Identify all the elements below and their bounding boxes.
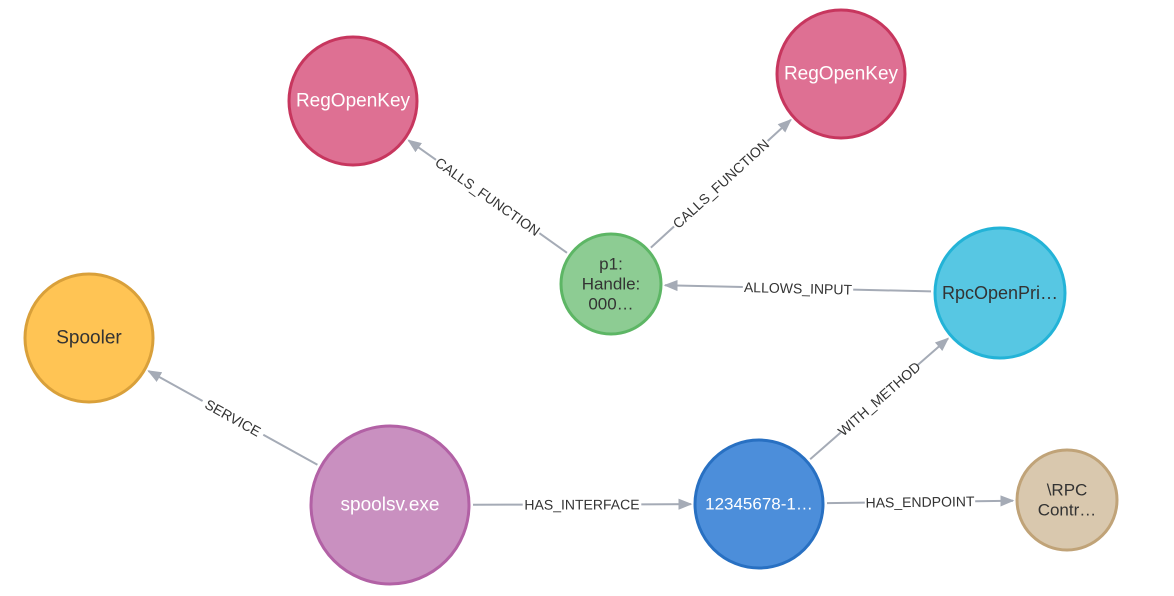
node-circle[interactable]	[693, 438, 825, 570]
edge-has-endpoint[interactable]: HAS_ENDPOINT	[826, 493, 1015, 511]
edge-label: WITH_METHOD	[835, 358, 924, 439]
edge-line[interactable]	[809, 431, 842, 460]
node-circle[interactable]	[287, 35, 419, 167]
node-regopenkey-left[interactable]: RegOpenKey	[287, 35, 419, 167]
node-circle[interactable]	[933, 226, 1067, 360]
node-label: Handle:	[582, 275, 641, 294]
edge-allows-input[interactable]: ALLOWS_INPUT	[663, 279, 932, 298]
node-circle[interactable]	[1015, 448, 1119, 552]
edge-with-method[interactable]: WITH_METHOD	[809, 337, 950, 460]
node-rpc-endpoint[interactable]: \RPC Contr…	[1015, 448, 1119, 552]
edge-label: HAS_ENDPOINT	[865, 493, 975, 510]
edge-has-interface[interactable]: HAS_INTERFACE	[472, 496, 693, 513]
node-circle[interactable]	[775, 8, 907, 140]
edge-arrow[interactable]	[147, 370, 204, 402]
edge-label: HAS_INTERFACE	[524, 496, 639, 512]
node-param-handle[interactable]: p1: Handle:000…	[559, 232, 663, 336]
edge-arrow[interactable]	[663, 279, 743, 292]
node-label: Spooler	[56, 328, 122, 349]
edge-label: ALLOWS_INPUT	[744, 279, 853, 298]
node-label: RegOpenKey	[296, 91, 411, 112]
node-label: spoolsv.exe	[341, 495, 440, 516]
edge-calls-function[interactable]: CALLS_FUNCTION	[407, 139, 568, 254]
nodes-layer: RegOpenKeyRegOpenKeyp1:Handle:000…RpcOpe…	[23, 8, 1119, 586]
node-circle[interactable]	[559, 232, 663, 336]
edge-line[interactable]	[262, 433, 318, 466]
node-label: Contr…	[1038, 501, 1097, 520]
edge-label: SERVICE	[202, 396, 263, 440]
edge-line[interactable]	[853, 288, 932, 293]
edge-arrow[interactable]	[766, 118, 792, 142]
edge-calls-function[interactable]: CALLS_FUNCTION	[650, 118, 792, 249]
edge-line[interactable]	[650, 225, 675, 249]
edge-label: CALLS_FUNCTION	[432, 154, 543, 239]
node-label: 12345678-1…	[705, 495, 813, 514]
node-circle[interactable]	[309, 424, 471, 586]
node-label: \RPC	[1047, 480, 1088, 499]
node-regopenkey-right[interactable]: RegOpenKey	[775, 8, 907, 140]
edge-arrow[interactable]	[407, 139, 437, 161]
edge-arrow[interactable]	[916, 337, 950, 366]
node-interface-uuid[interactable]: 12345678-1…	[693, 438, 825, 570]
edge-service[interactable]: SERVICE	[147, 370, 318, 466]
node-label: 000…	[588, 295, 633, 314]
node-spooler[interactable]: Spooler	[23, 272, 155, 404]
node-label: p1:	[599, 254, 623, 273]
edge-line[interactable]	[538, 232, 568, 254]
node-rpcopenprinter[interactable]: RpcOpenPri…	[933, 226, 1067, 360]
node-circle[interactable]	[23, 272, 155, 404]
node-spoolsv[interactable]: spoolsv.exe	[309, 424, 471, 586]
edge-label: CALLS_FUNCTION	[669, 136, 772, 232]
node-label: RegOpenKey	[784, 64, 899, 85]
node-label: RpcOpenPri…	[942, 283, 1058, 303]
